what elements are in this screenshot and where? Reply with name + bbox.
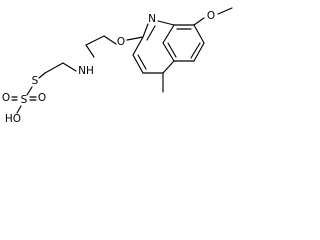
bond xyxy=(103,35,117,45)
bond xyxy=(85,35,105,46)
bond xyxy=(162,24,175,44)
methoxy-group: O xyxy=(193,7,233,26)
bond xyxy=(132,36,144,56)
bond xyxy=(16,105,22,114)
bond xyxy=(193,42,205,62)
chemical-structure-diagram: O N O NH S S O O HO xyxy=(2,7,233,125)
bond xyxy=(193,17,205,26)
bond xyxy=(142,23,149,38)
amine-label: NH xyxy=(78,65,94,77)
bond xyxy=(157,20,175,26)
ether-oxygen-label: O xyxy=(117,36,125,48)
bond xyxy=(62,62,77,72)
double-bond-inner xyxy=(167,42,177,58)
benzene-ring xyxy=(162,24,205,62)
bond xyxy=(193,24,205,44)
bond xyxy=(38,72,46,79)
thioethyl-linker xyxy=(38,62,77,79)
bond xyxy=(217,7,233,15)
bond xyxy=(162,60,175,74)
bond xyxy=(132,54,144,74)
sulfonyl-sulfur-label: S xyxy=(21,94,28,106)
double-bond-inner xyxy=(137,54,147,70)
methoxy-oxygen-label: O xyxy=(207,10,215,22)
pyridine-ring xyxy=(132,20,175,74)
double-bond-inner xyxy=(146,25,156,41)
double-bond-inner xyxy=(190,42,201,59)
bond xyxy=(85,44,95,58)
ring-nitrogen-label: N xyxy=(148,13,156,25)
hydroxyl-label: HO xyxy=(5,113,21,125)
ethoxy-linker: O xyxy=(85,35,144,58)
bond xyxy=(26,86,33,96)
bond xyxy=(126,36,144,41)
sulfonyl-oxygen-left-label: O xyxy=(2,92,10,104)
bond xyxy=(162,42,175,62)
sulfonyl-oxygen-right-label: O xyxy=(38,92,46,104)
thiosulfate-group: S S O O HO xyxy=(2,75,46,125)
thio-sulfur-label: S xyxy=(32,75,39,87)
bond xyxy=(44,62,64,74)
